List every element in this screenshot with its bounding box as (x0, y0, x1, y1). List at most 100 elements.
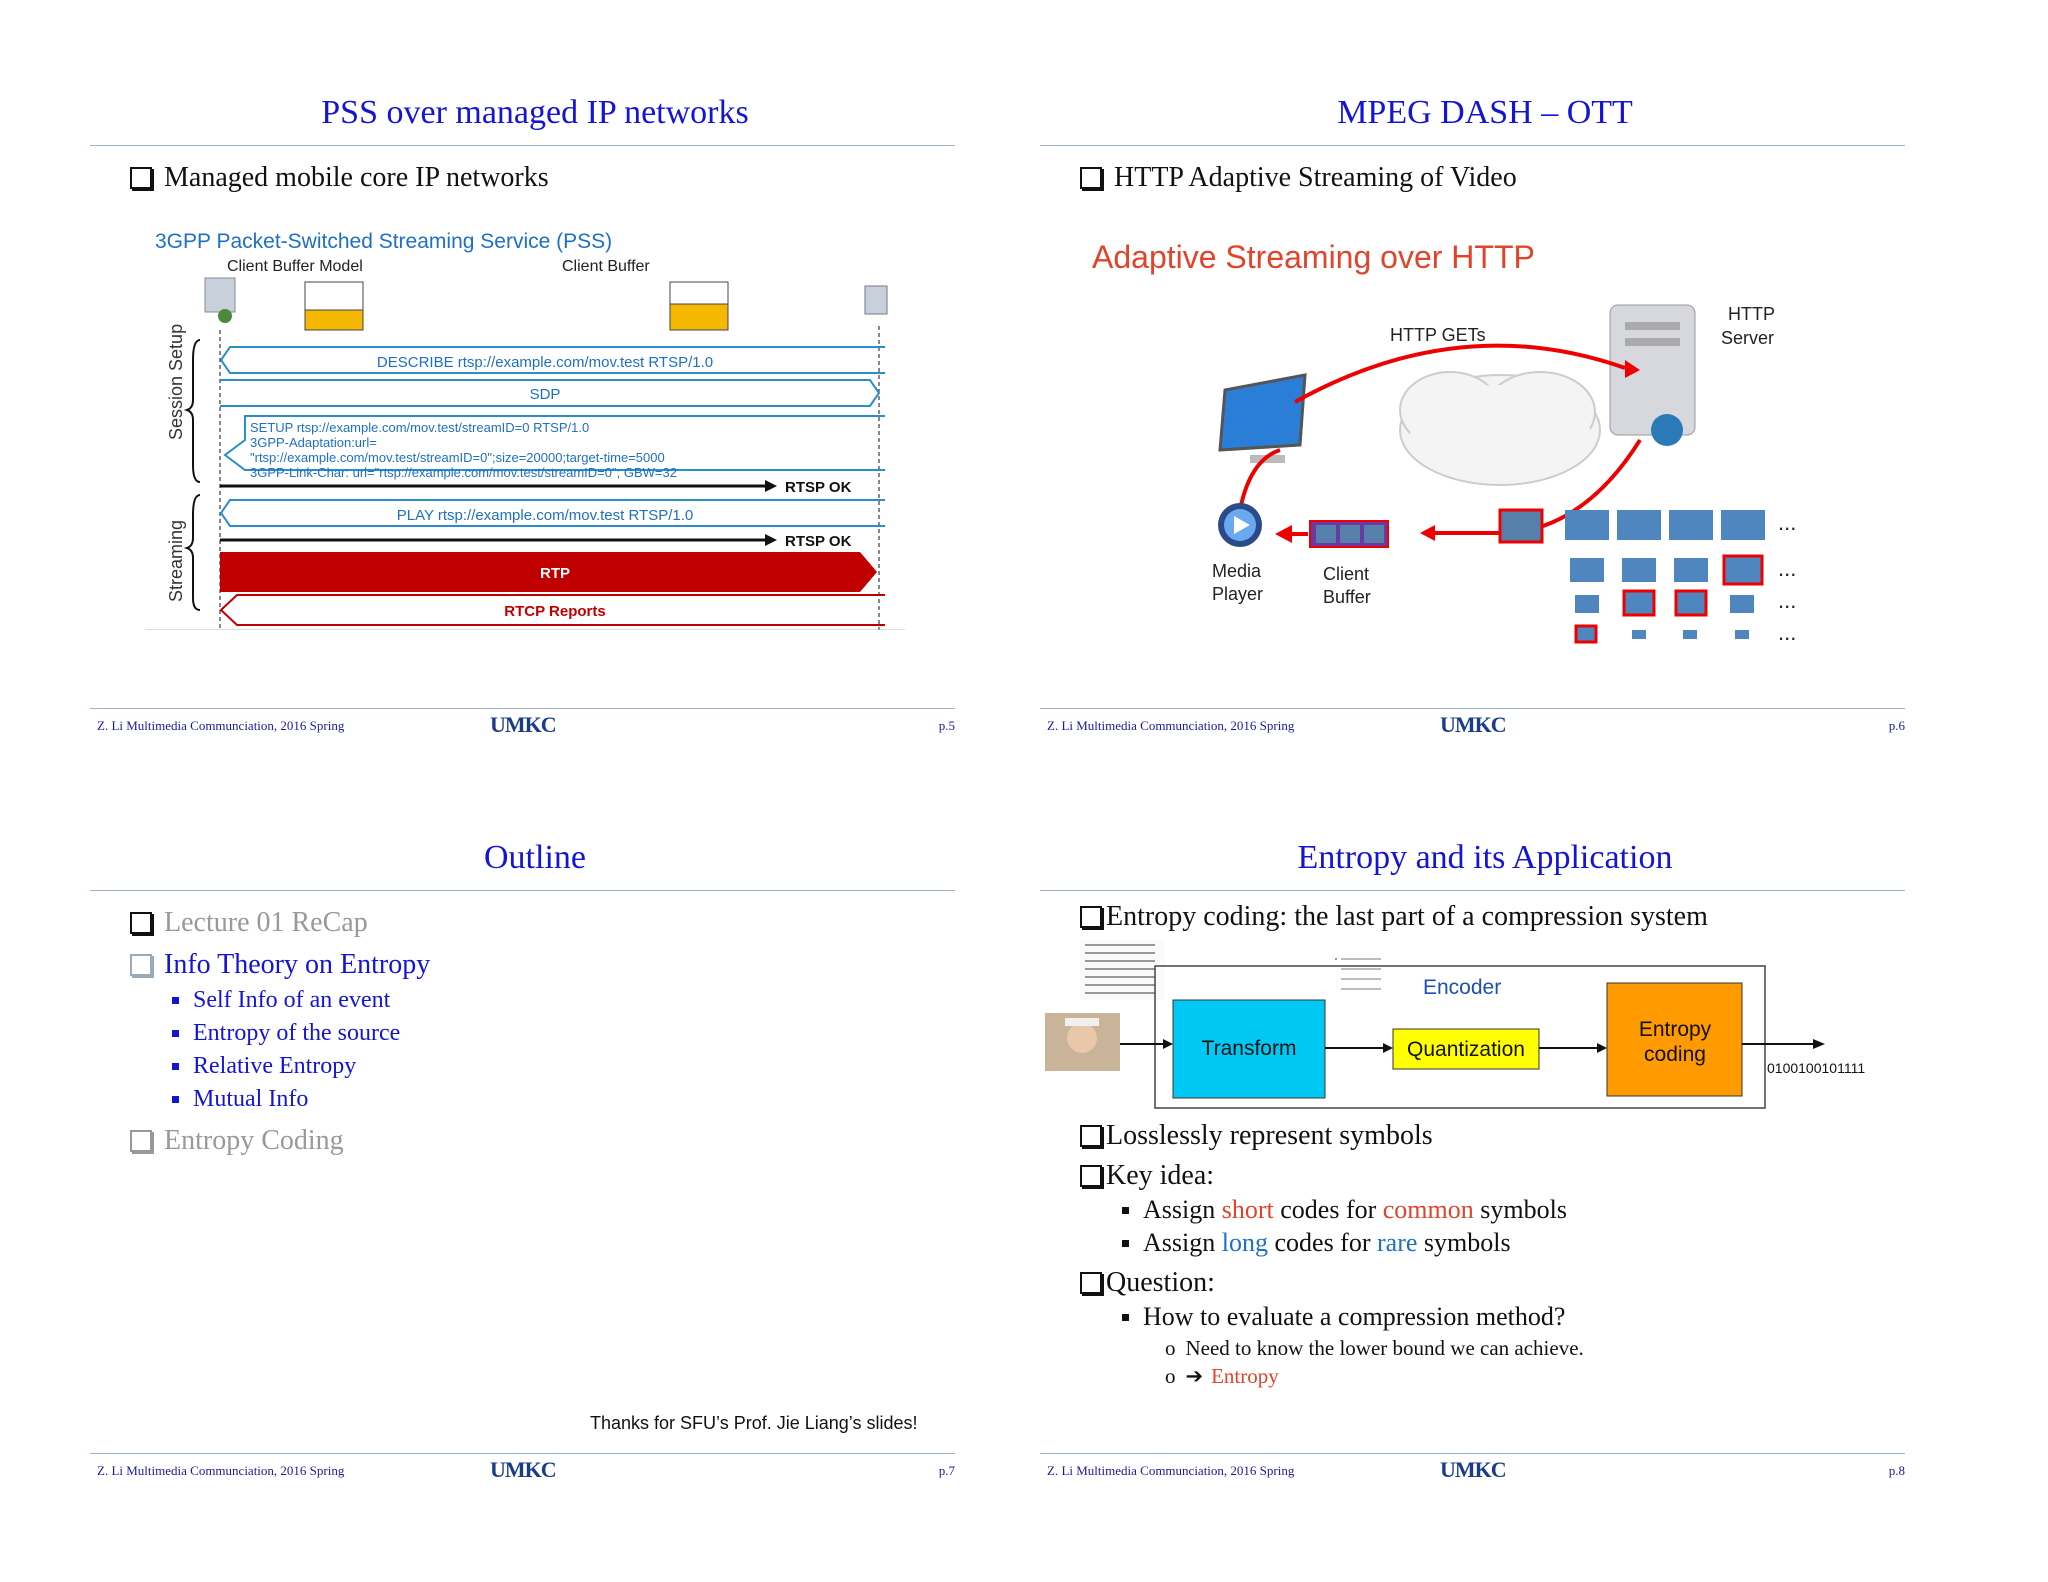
encoder-label: Encoder (1423, 976, 1501, 999)
footer-divider (90, 1453, 955, 1454)
checkbox-bullet-icon (1080, 1165, 1102, 1187)
footer-divider (90, 708, 955, 709)
outline-item-text: Entropy Coding (164, 1125, 344, 1156)
bullet-item: Question: (1080, 1267, 1215, 1299)
media-player-label: Media (1212, 561, 1262, 581)
key-idea-long: Assign long codes for rare symbols (1122, 1228, 1511, 1258)
input-image-icon (1045, 1013, 1120, 1071)
svg-text:"rtsp://example.com/mov.test/s: "rtsp://example.com/mov.test/streamID=0"… (250, 450, 665, 465)
circle-bullet-icon: o (1165, 1336, 1176, 1360)
bullet-item: Losslessly represent symbols (1080, 1120, 1433, 1152)
slide-title: Entropy and its Application (1297, 839, 1673, 876)
svg-text:RTCP Reports: RTCP Reports (504, 603, 605, 620)
svg-text:SETUP rtsp://example.com/mov.t: SETUP rtsp://example.com/mov.test/stream… (250, 420, 589, 435)
cloud-icon (1399, 371, 1601, 486)
svg-text:RTSP OK: RTSP OK (785, 479, 852, 496)
circle-bullet-icon: o (1165, 1364, 1176, 1388)
encoder-frame (1154, 965, 1766, 1109)
umkc-logo: UMKC (1440, 1457, 1507, 1482)
client-buffer-label: Client Buffer (562, 258, 650, 275)
client-buffer-label-2: Buffer (1323, 587, 1371, 607)
setup-message: SETUP rtsp://example.com/mov.test/stream… (223, 415, 885, 480)
footer-course: Z. Li Multimedia Communciation, 2016 Spr… (1047, 718, 1295, 733)
question-subitem: o Need to know the lower bound we can ac… (1165, 1336, 1584, 1360)
key-idea-short: Assign short codes for common symbols (1122, 1195, 1567, 1225)
session-setup-brace (183, 339, 201, 483)
outline-subitem: Entropy of the source (172, 1020, 400, 1047)
http-server-label: HTTP (1728, 304, 1775, 324)
session-setup-label: Session Setup (166, 324, 186, 440)
transform-block[interactable] (1172, 999, 1326, 1099)
bullet-item: Entropy coding: the last part of a compr… (1080, 901, 1708, 933)
svg-text:...: ... (1778, 510, 1796, 535)
svg-text:DESCRIBE rtsp://example.com/mo: DESCRIBE rtsp://example.com/mov.test RTS… (377, 354, 713, 371)
checkbox-bullet-icon (1080, 1125, 1102, 1147)
checkbox-bullet-icon (130, 954, 152, 976)
square-bullet-icon (1122, 1239, 1129, 1247)
outline-subitem: Self Info of an event (172, 987, 390, 1014)
page-number: p.5 (938, 718, 955, 733)
monitor-icon (1218, 373, 1307, 463)
umkc-logo: UMKC (490, 1457, 557, 1482)
media-player-icon (1218, 503, 1262, 547)
slide-title: Outline (484, 839, 586, 876)
page-number: p.8 (1888, 1463, 1905, 1478)
square-bullet-icon (1122, 1206, 1129, 1214)
pixel-matrix-icon (1080, 940, 1165, 1000)
client-buffer-icon (1309, 520, 1389, 548)
slide-outline: Outline Lecture 01 ReCap Info Theory on … (85, 835, 985, 1555)
question-subitem: o ➔ Entropy (1165, 1364, 1279, 1388)
figure-title: 3GPP Packet-Switched Streaming Service (… (155, 230, 612, 253)
play-message: PLAY rtsp://example.com/mov.test RTSP/1.… (219, 499, 885, 527)
sdp-message: SDP (220, 379, 881, 407)
client-buffer-icon (669, 281, 729, 331)
server-computer-icon (864, 285, 888, 315)
right-arrow-icon: ➔ (1185, 1364, 1204, 1388)
credits-note: Thanks for SFU’s Prof. Jie Liang’s slide… (590, 1413, 918, 1433)
buffer-model-icon (304, 281, 364, 331)
slide-pss: PSS over managed IP networks Managed mob… (85, 90, 985, 810)
bullet-item: HTTP Adaptive Streaming of Video (1080, 162, 1517, 194)
entropy-coding-block[interactable] (1606, 982, 1743, 1097)
figure-title: Adaptive Streaming over HTTP (1092, 240, 1535, 275)
question-item: How to evaluate a compression method? (1122, 1302, 1565, 1332)
rtcp-message: RTCP Reports (219, 594, 885, 626)
svg-text:...: ... (1778, 556, 1796, 581)
rtsp-ok-message: RTSP OK (220, 479, 852, 496)
slide-title: MPEG DASH – OTT (1337, 94, 1633, 131)
quantization-label: Quantization (1407, 1038, 1525, 1061)
title-divider (1040, 890, 1905, 891)
svg-text:3GPP-Link-Char: url="rtsp://ex: 3GPP-Link-Char: url="rtsp://example.com/… (250, 465, 677, 480)
square-bullet-icon (172, 1063, 179, 1070)
outline-item: Info Theory on Entropy (130, 949, 430, 981)
svg-text:...: ... (1778, 588, 1796, 613)
svg-text:PLAY rtsp://example.com/mov.te: PLAY rtsp://example.com/mov.test RTSP/1.… (397, 507, 694, 524)
square-bullet-icon (172, 1096, 179, 1103)
http-server-label-2: Server (1721, 328, 1774, 348)
coefficient-matrix-icon (1335, 958, 1381, 990)
slide-entropy: Entropy and its Application Entropy codi… (1035, 835, 1935, 1555)
output-bitstream: 0100100101111 (1767, 1060, 1865, 1076)
rtsp-ok-message: RTSP OK (220, 533, 852, 550)
transform-label: Transform (1202, 1037, 1297, 1060)
slide-mpeg-dash: MPEG DASH – OTT HTTP Adaptive Streaming … (1035, 90, 1935, 810)
footer-course: Z. Li Multimedia Communciation, 2016 Spr… (1047, 1463, 1295, 1478)
page-number: p.6 (1888, 718, 1905, 733)
http-get-arrowhead (1625, 360, 1640, 378)
entropy-coding-label-2: coding (1644, 1043, 1706, 1066)
square-bullet-icon (172, 1030, 179, 1037)
title-divider (90, 890, 955, 891)
quantization-block[interactable] (1392, 1028, 1540, 1070)
rtp-stream: RTP (220, 552, 877, 592)
adaptive-streaming-diagram: Adaptive Streaming over HTTP HTTP GETs H… (1092, 240, 1796, 645)
streaming-label: Streaming (166, 520, 186, 602)
bullet-text: Managed mobile core IP networks (164, 162, 549, 193)
title-divider (1040, 145, 1905, 146)
page-number: p.7 (938, 1463, 955, 1478)
checkbox-bullet-icon (130, 912, 152, 934)
client-buffer-label: Client (1323, 564, 1369, 584)
streaming-brace (183, 494, 201, 611)
checkbox-bullet-icon (130, 167, 152, 189)
http-gets-label: HTTP GETs (1390, 325, 1486, 345)
umkc-logo: UMKC (490, 712, 557, 737)
